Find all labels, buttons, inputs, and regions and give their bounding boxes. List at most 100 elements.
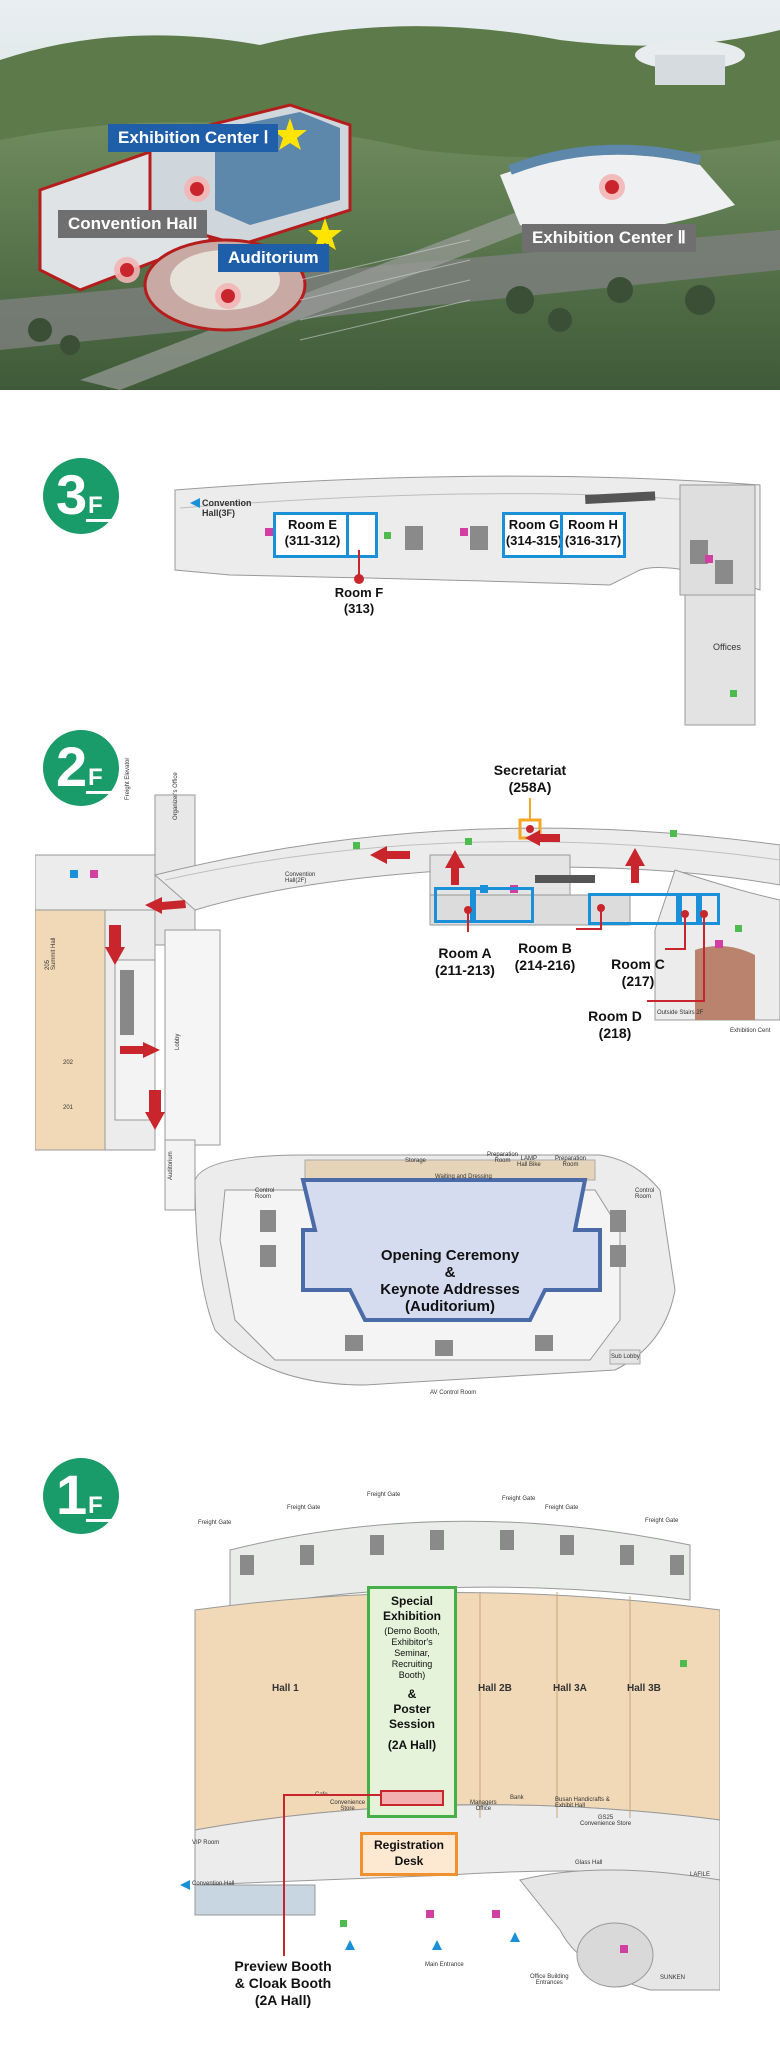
storage-label: Storage: [405, 1158, 427, 1164]
convention-hall-2f-link: Convention Hall(2F): [285, 872, 316, 884]
callout-exhibition-center-2: Exhibition Center Ⅱ: [522, 224, 696, 252]
room-e-box[interactable]: Room E(311-312): [273, 512, 352, 558]
floor-3f-plan: [174, 475, 761, 726]
prep-room-1-label: Preparation Room: [487, 1152, 519, 1164]
control-room-left-label: Control Room: [255, 1188, 275, 1200]
preview-pointer-v: [283, 1794, 285, 1956]
opening-ceremony-label: Opening Ceremony& Keynote Addresses(Audi…: [380, 1247, 520, 1315]
special-exhibition-box[interactable]: [367, 1586, 457, 1818]
arrow-left-icon: [145, 897, 186, 914]
room-a-label: Room A(211-213): [435, 945, 495, 978]
busan-handicrafts-label: Busan Handicrafts & Exhibit Hall: [555, 1797, 610, 1809]
arrow-up-icon: [432, 1940, 442, 1950]
room-c-box[interactable]: [676, 893, 702, 925]
lobby-label: Lobby: [175, 1033, 181, 1050]
room-d-pointer-h: [647, 1000, 705, 1002]
hall-3a-label: Hall 3A: [553, 1683, 587, 1694]
room-c-pointer: [684, 914, 686, 950]
room-a-box[interactable]: [434, 887, 476, 923]
arrow-up-icon: [345, 1940, 355, 1950]
callout-exhibition-center: Exhibition Center Ⅰ: [108, 124, 279, 152]
arrow-up-icon: [445, 850, 465, 885]
room-a-pointer: [467, 910, 469, 932]
convention-hall-3f-link: Convention Hall(3F): [202, 498, 252, 518]
vip-room-label: VIP Room: [192, 1840, 220, 1846]
floor-1f-plan: [180, 1520, 721, 1991]
exhibition-center-label: Exhibition Cent: [730, 1028, 771, 1034]
room-h-box[interactable]: Room H(316-317): [560, 512, 626, 558]
secretariat-pointer: [529, 798, 531, 820]
hall-3b-label: Hall 3B: [627, 1683, 661, 1694]
glass-hall-label: Glass Hall: [575, 1860, 603, 1866]
floor-2f-map: Secretariat(258A) Room A(211-213) Room B…: [34, 757, 780, 1450]
star-icon: [273, 118, 307, 150]
gs25-label: GS25 Convenience Store: [580, 1815, 632, 1827]
arrow-left-icon: [190, 498, 200, 508]
arrow-down-icon: [105, 925, 125, 965]
room-b-label: Room B(214-216): [514, 940, 576, 973]
room-c-pointer-h: [665, 948, 686, 950]
summit-hall-label: 205 Summit Hall: [45, 937, 57, 970]
hall-1-label: Hall 1: [272, 1683, 299, 1694]
arrow-left-icon: [370, 846, 410, 864]
lafile-label: LAFILE: [690, 1872, 711, 1878]
freight-gate-6: Freight Gate: [645, 1518, 679, 1524]
organizers-office-label: Organizer's Office: [173, 772, 179, 820]
freight-gate-5: Freight Gate: [545, 1505, 579, 1511]
outside-stairs-label: Outside Stairs 2F: [657, 1010, 704, 1016]
main-entrance-label: Main Entrance: [425, 1962, 464, 1968]
arrow-left-icon: [525, 830, 560, 846]
av-control-label: AV Control Room: [430, 1390, 477, 1396]
waiting-label: Waiting and Dressing: [435, 1174, 492, 1180]
lamp-hall-label: LAMP Hall Bike: [517, 1156, 541, 1168]
arrow-up-icon: [510, 1932, 520, 1942]
office-building-entrances-label: Office Building Entrances: [530, 1974, 569, 1986]
floor-2f-plan: [34, 794, 780, 1386]
managers-office-label: Managers Office: [470, 1800, 497, 1812]
room-d-pointer: [703, 914, 705, 1002]
convenience-store-label: Convenience Store: [330, 1800, 366, 1812]
floor-3f-map: Convention Hall(3F) Room E(311-312) Room…: [170, 470, 780, 730]
sunken-label: SUNKEN: [660, 1975, 686, 1981]
freight-gate-4: Freight Gate: [502, 1496, 536, 1502]
room-201-label: 201: [63, 1105, 74, 1111]
preview-booth-marker[interactable]: [380, 1790, 444, 1806]
arrow-up-icon: [625, 848, 645, 883]
room-202-label: 202: [63, 1060, 74, 1066]
hall-2b-label: Hall 2B: [478, 1683, 512, 1694]
preview-pointer-h: [283, 1794, 380, 1796]
room-f-label: Room F(313): [334, 585, 384, 616]
room-b-pointer-h: [576, 928, 602, 930]
room-b-pointer: [600, 908, 602, 930]
arrow-right-icon: [120, 1042, 160, 1058]
room-f-box[interactable]: [346, 512, 378, 558]
freight-elevator-label: Freight Elevator: [125, 757, 131, 800]
room-g-box[interactable]: Room G(314-315): [502, 512, 566, 558]
arrow-left-icon: [180, 1880, 190, 1890]
callout-auditorium: Auditorium: [218, 244, 329, 272]
star-icon: [308, 218, 342, 250]
room-f-dot: [354, 574, 364, 584]
callout-convention-hall: Convention Hall: [58, 210, 208, 238]
preview-booth-label: Preview Booth& Cloak Booth(2A Hall): [234, 1958, 332, 2008]
convention-hall-link: Convention Hall: [192, 1881, 235, 1887]
freight-gate-3: Freight Gate: [367, 1492, 401, 1498]
room-d-box[interactable]: [696, 893, 720, 925]
arrow-down-icon: [145, 1090, 165, 1130]
offices-label: Offices: [713, 642, 741, 652]
room-f-pointer: [358, 550, 360, 580]
control-room-right-label: Control Room: [635, 1188, 655, 1200]
freight-gate-1: Freight Gate: [198, 1520, 232, 1526]
room-b-box[interactable]: [588, 893, 682, 925]
room-a-box-2[interactable]: [470, 887, 534, 923]
room-c-label: Room C(217): [611, 956, 665, 989]
bank-label: Bank: [510, 1795, 524, 1801]
sub-lobby-label: Sub Lobby: [611, 1354, 640, 1360]
secretariat-label: Secretariat(258A): [493, 762, 567, 795]
